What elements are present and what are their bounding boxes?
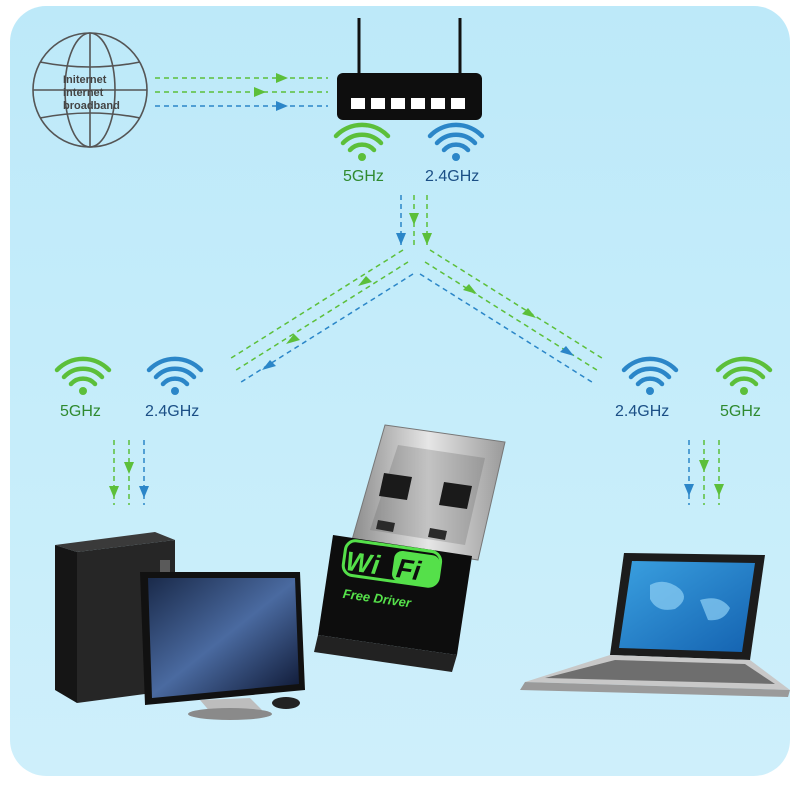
laptop-band-5ghz: 5GHz xyxy=(720,403,761,420)
globe-label-line3: broadband xyxy=(63,100,120,112)
router-icon xyxy=(337,18,482,120)
router-band-5ghz: 5GHz xyxy=(343,168,384,185)
router-band-24ghz: 2.4GHz xyxy=(425,168,480,185)
laptop-icon xyxy=(520,553,790,697)
wifi-signal-icon xyxy=(54,122,773,395)
adapter-logo-fi: Fi xyxy=(394,553,423,587)
globe-label-line1: Initernet xyxy=(63,74,107,86)
router-laptop-arrows xyxy=(419,249,606,385)
globe-router-arrowheads xyxy=(254,73,288,97)
globe-icon xyxy=(32,32,148,148)
globe-label-line2: internet xyxy=(63,87,104,99)
laptop-down-arrows xyxy=(688,440,720,505)
desktop-computer-icon xyxy=(55,532,305,720)
adapter-logo-wi: Wi xyxy=(343,546,383,581)
usb-wifi-adapter-icon xyxy=(314,424,506,672)
globe-router-arrows xyxy=(155,77,328,107)
router-desktop-arrows xyxy=(227,249,414,385)
desktop-band-5ghz: 5GHz xyxy=(60,403,101,420)
desktop-band-24ghz: 2.4GHz xyxy=(145,403,200,420)
laptop-band-24ghz: 2.4GHz xyxy=(615,403,670,420)
